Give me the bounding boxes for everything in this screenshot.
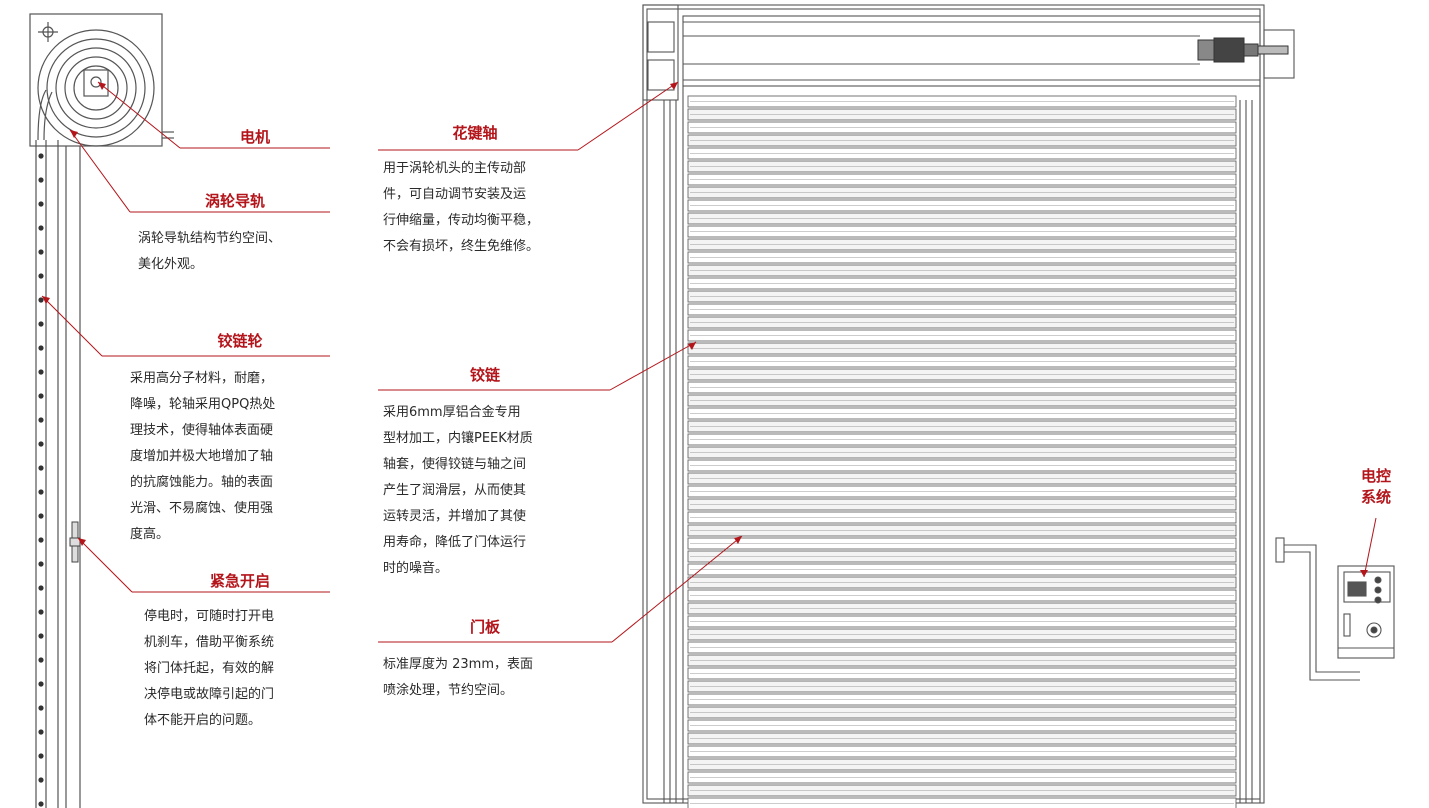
hinge-title: 铰链: [469, 366, 500, 384]
hinge-wheel-mark: [38, 753, 44, 759]
emergency-handle: [69, 521, 81, 563]
side-rail: [35, 140, 81, 808]
spline-shaft-title: 花键轴: [452, 124, 498, 142]
hinge-wheel-mark: [38, 633, 44, 639]
hinge-wheel-mark: [38, 417, 44, 423]
hinge-wheel-mark: [38, 249, 44, 255]
hinge-wheel-mark: [38, 201, 44, 207]
hinge-wheel-mark: [38, 177, 44, 183]
leader-lines: [41, 81, 1377, 643]
turbo-rail-title: 涡轮导轨: [204, 192, 265, 210]
hinge-wheel-mark: [38, 561, 44, 567]
hinge-wheel-mark: [38, 801, 44, 807]
hinge-wheel-mark: [38, 657, 44, 663]
hinge-wheel-mark: [38, 369, 44, 375]
emergency-title: 紧急开启: [209, 572, 270, 590]
door-panel-title: 门板: [469, 618, 500, 636]
leader-arrowheads: [42, 82, 1368, 577]
side-hinge-wheels: [38, 153, 44, 807]
hinge-wheel-mark: [38, 729, 44, 735]
control-system-title: 电控 系统: [1360, 467, 1391, 506]
hinge-wheel-mark: [38, 777, 44, 783]
side-view: [29, 13, 174, 147]
hinge-wheel-mark: [38, 513, 44, 519]
hinge-wheel-mark: [38, 681, 44, 687]
hinge-wheel-mark: [38, 321, 44, 327]
hinge-wheel-mark: [38, 393, 44, 399]
hinge-wheel-mark: [38, 345, 44, 351]
hinge-wheel-desc: 采用高分子材料，耐磨， 降噪，轮轴采用QPQ热处 理技术，使得轴体表面硬 度增加…: [130, 371, 276, 542]
spline-shaft-desc: 用于涡轮机头的主传动部 件，可自动调节安装及运 行伸缩量，传动均衡平稳， 不会有…: [383, 161, 540, 254]
hinge-wheel-mark: [38, 441, 44, 447]
door-panel-desc: 标准厚度为 23mm，表面 喷涂处理，节约空间。: [383, 657, 534, 698]
control-box: [1275, 537, 1395, 681]
hinge-wheel-mark: [38, 273, 44, 279]
hinge-wheel-mark: [38, 489, 44, 495]
door-slats: [687, 95, 1237, 808]
hinge-wheel-mark: [38, 705, 44, 711]
hinge-desc: 采用6mm厚铝合金专用 型材加工，内镶PEEK材质 轴套，使得铰链与轴之间 产生…: [383, 405, 533, 576]
hinge-wheel-mark: [38, 297, 44, 303]
hinge-wheel-mark: [38, 465, 44, 471]
turbo-rail-desc: 涡轮导轨结构节约空间、 美化外观。: [138, 231, 282, 272]
hinge-wheel-mark: [38, 609, 44, 615]
motor-title: 电机: [239, 128, 270, 146]
door-slat: [687, 797, 1237, 808]
hinge-wheel-mark: [38, 153, 44, 159]
hinge-wheel-title: 铰链轮: [217, 332, 263, 350]
hinge-wheel-mark: [38, 537, 44, 543]
front-view: [642, 4, 1295, 804]
hinge-wheel-mark: [38, 225, 44, 231]
hinge-wheel-mark: [38, 585, 44, 591]
emergency-desc: 停电时，可随时打开电 机刹车，借助平衡系统 将门体托起，有效的解 决停电或故障引…: [144, 609, 275, 728]
motor-unit: [1197, 37, 1289, 63]
